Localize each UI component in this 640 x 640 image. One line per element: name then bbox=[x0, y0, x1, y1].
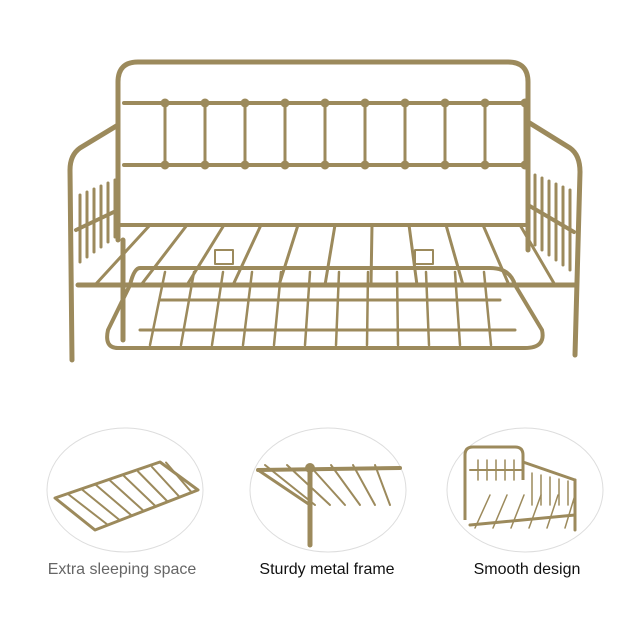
frame-bar bbox=[74, 208, 120, 232]
finial-knob bbox=[360, 160, 370, 170]
frame-bar bbox=[81, 488, 121, 522]
frame-bar bbox=[334, 270, 341, 347]
frame-bar bbox=[303, 270, 312, 347]
frame-bar bbox=[482, 270, 493, 347]
frame-tube bbox=[67, 122, 121, 363]
finial-knob bbox=[160, 160, 170, 170]
frame-bar bbox=[453, 270, 462, 347]
frame-bar bbox=[369, 223, 374, 287]
finial-knob bbox=[280, 98, 290, 108]
feature-circle-outline bbox=[46, 427, 204, 553]
finial-knob bbox=[400, 98, 410, 108]
finial-knob bbox=[320, 98, 330, 108]
feature-circle-outline bbox=[446, 427, 604, 553]
frame-tube bbox=[53, 460, 200, 532]
frame-bar bbox=[330, 464, 361, 506]
finial-knob bbox=[160, 98, 170, 108]
frame-bar bbox=[521, 460, 577, 482]
feature-label-smooth-design: Smooth design bbox=[473, 561, 581, 578]
finial-knob bbox=[240, 160, 250, 170]
frame-bar bbox=[323, 223, 337, 287]
finial-knob bbox=[480, 160, 490, 170]
frame-bar bbox=[95, 484, 133, 517]
frame-bar bbox=[468, 513, 577, 527]
frame-tube bbox=[105, 266, 545, 350]
feature-circle-trundle bbox=[46, 427, 204, 553]
finial-knob bbox=[360, 98, 370, 108]
frame-bar bbox=[564, 494, 576, 529]
frame-bar bbox=[352, 464, 376, 506]
frame-bar bbox=[286, 464, 331, 506]
frame-bar bbox=[123, 475, 157, 508]
frame-bar bbox=[165, 461, 193, 494]
feature-label-extra-sleeping-space: Extra sleeping space bbox=[47, 561, 197, 578]
frame-bar bbox=[231, 223, 263, 287]
frame-bar bbox=[256, 468, 312, 507]
frame-tube bbox=[525, 119, 583, 358]
frame-bar bbox=[139, 223, 189, 287]
finial-knob bbox=[305, 463, 315, 473]
frame-bar bbox=[474, 494, 491, 529]
frame-bar bbox=[109, 479, 145, 513]
feature-circle-outline bbox=[249, 427, 407, 553]
finial-knob bbox=[320, 160, 330, 170]
frame-bar bbox=[137, 470, 169, 503]
frame-bar bbox=[365, 270, 370, 347]
frame-bar bbox=[528, 494, 542, 529]
frame-bar bbox=[424, 270, 431, 347]
frame-bar bbox=[272, 270, 283, 347]
finial-knob bbox=[440, 160, 450, 170]
frame-bar bbox=[277, 223, 300, 287]
finial-knob bbox=[400, 160, 410, 170]
frame-tube bbox=[115, 59, 531, 253]
finial-knob bbox=[440, 98, 450, 108]
frame-tube bbox=[463, 445, 525, 520]
frame-bar bbox=[210, 270, 225, 347]
frame-bar bbox=[395, 270, 400, 347]
trundle-hook bbox=[414, 249, 434, 265]
frame-bar bbox=[179, 270, 196, 347]
frame-bar bbox=[407, 223, 419, 287]
feature-label-sturdy-metal-frame: Sturdy metal frame bbox=[259, 561, 395, 578]
frame-bar bbox=[444, 223, 465, 287]
frame-bar bbox=[256, 466, 402, 472]
frame-bar bbox=[67, 493, 109, 526]
frame-bar bbox=[510, 494, 525, 529]
frame-bar bbox=[264, 464, 316, 506]
finial-knob bbox=[480, 98, 490, 108]
trundle-hook bbox=[214, 249, 234, 265]
finial-knob bbox=[240, 98, 250, 108]
finial-knob bbox=[520, 98, 530, 108]
frame-bar bbox=[518, 223, 557, 287]
finial-knob bbox=[200, 98, 210, 108]
feature-circle-frame bbox=[249, 427, 407, 553]
frame-bar bbox=[148, 270, 167, 347]
frame-bar bbox=[151, 466, 181, 499]
frame-bar bbox=[546, 494, 559, 529]
finial-knob bbox=[520, 160, 530, 170]
frame-bar bbox=[492, 494, 508, 529]
daybed-main-view bbox=[67, 59, 583, 363]
feature-circle-design bbox=[446, 427, 604, 553]
finial-knob bbox=[200, 160, 210, 170]
frame-bar bbox=[308, 464, 346, 506]
frame-bar bbox=[481, 223, 511, 287]
finial-knob bbox=[280, 160, 290, 170]
frame-bar bbox=[241, 270, 254, 347]
frame-bar bbox=[374, 464, 391, 506]
